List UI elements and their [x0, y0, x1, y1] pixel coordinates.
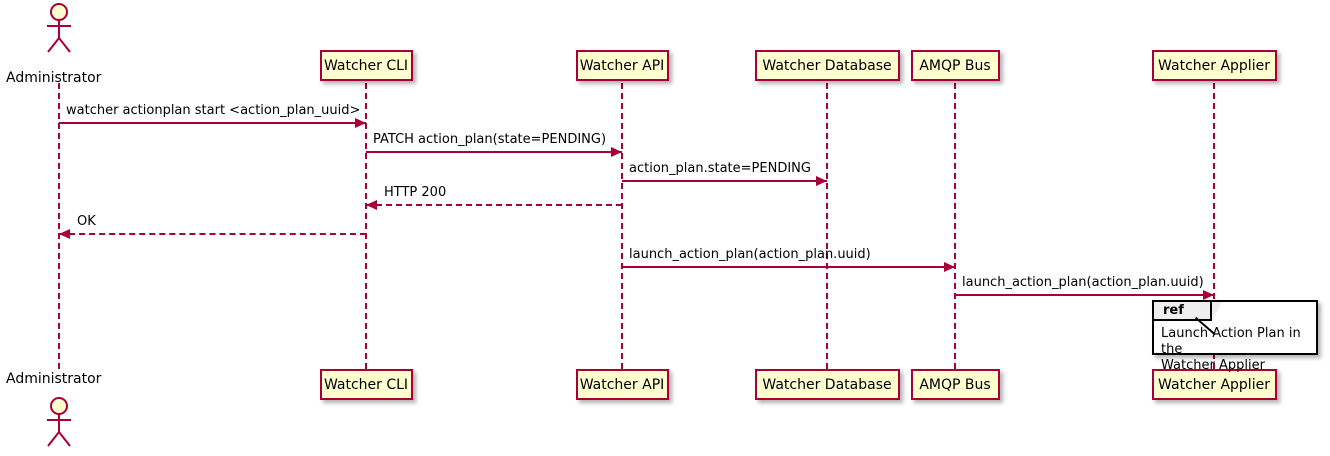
message-label-4: OK [77, 214, 96, 229]
participant-label: AMQP Bus [919, 376, 991, 393]
message-arrowhead-2 [816, 176, 827, 186]
message-line-6 [955, 294, 1214, 296]
lifeline-watcher-cli [365, 83, 367, 369]
participant-label: Watcher CLI [323, 57, 409, 74]
ref-fragment-text: Launch Action Plan in the Watcher Applie… [1161, 326, 1301, 373]
message-label-3: HTTP 200 [384, 185, 447, 200]
participant-label: Watcher API [579, 57, 665, 74]
participant-label: Watcher CLI [323, 376, 409, 393]
participant-label: Watcher Applier [1158, 57, 1270, 74]
participant-label: AMQP Bus [919, 57, 991, 74]
message-arrowhead-4 [59, 229, 70, 239]
message-line-4 [59, 233, 366, 235]
participant-label: Watcher API [579, 376, 665, 393]
message-label-2: action_plan.state=PENDING [629, 161, 811, 176]
actor-bottom-label: Administrator [6, 371, 102, 387]
lifeline-watcher-api [621, 83, 623, 369]
ref-fragment-tab-label: ref [1163, 303, 1184, 318]
actor-top-label: Administrator [6, 70, 102, 86]
message-label-1: PATCH action_plan(state=PENDING) [373, 132, 607, 147]
participant-label: Watcher Database [762, 57, 892, 74]
participant-bottom-watcher-cli[interactable]: Watcher CLI [319, 369, 413, 400]
participant-top-watcher-cli[interactable]: Watcher CLI [319, 50, 413, 81]
participant-top-amqp-bus[interactable]: AMQP Bus [910, 50, 1000, 81]
ref-fragment-corner-fold-icon [1212, 302, 1222, 321]
message-arrowhead-0 [355, 118, 366, 128]
message-label-6: launch_action_plan(action_plan.uuid) [962, 275, 1204, 290]
message-line-5 [622, 266, 955, 268]
actor-bottom-administrator[interactable] [39, 396, 79, 452]
lifeline-amqp-bus [954, 83, 956, 369]
participant-bottom-amqp-bus[interactable]: AMQP Bus [910, 369, 1000, 400]
participant-label: Watcher Database [762, 376, 892, 393]
lifeline-administrator [58, 83, 60, 369]
message-arrowhead-5 [944, 262, 955, 272]
participant-top-watcher-applier[interactable]: Watcher Applier [1151, 50, 1277, 81]
participant-top-watcher-database[interactable]: Watcher Database [754, 50, 900, 81]
message-line-1 [366, 151, 622, 153]
message-line-3 [366, 204, 622, 206]
actor-stick-figure-icon [47, 3, 71, 53]
ref-fragment-tab [1154, 302, 1212, 321]
participant-label: Watcher Applier [1158, 376, 1270, 393]
message-line-2 [622, 180, 827, 182]
message-line-0 [59, 122, 366, 124]
message-label-0: watcher actionplan start <action_plan_uu… [66, 103, 361, 118]
actor-stick-figure-icon [47, 397, 71, 447]
message-arrowhead-3 [366, 200, 377, 210]
participant-top-watcher-api[interactable]: Watcher API [575, 50, 669, 81]
participant-bottom-watcher-database[interactable]: Watcher Database [754, 369, 900, 400]
participant-bottom-watcher-api[interactable]: Watcher API [575, 369, 669, 400]
message-label-5: launch_action_plan(action_plan.uuid) [629, 247, 871, 262]
lifeline-watcher-applier [1213, 83, 1215, 369]
participant-bottom-watcher-applier[interactable]: Watcher Applier [1151, 369, 1277, 400]
message-arrowhead-6 [1203, 290, 1214, 300]
message-arrowhead-1 [611, 147, 622, 157]
lifeline-watcher-database [826, 83, 828, 369]
actor-top-administrator[interactable] [39, 2, 79, 58]
